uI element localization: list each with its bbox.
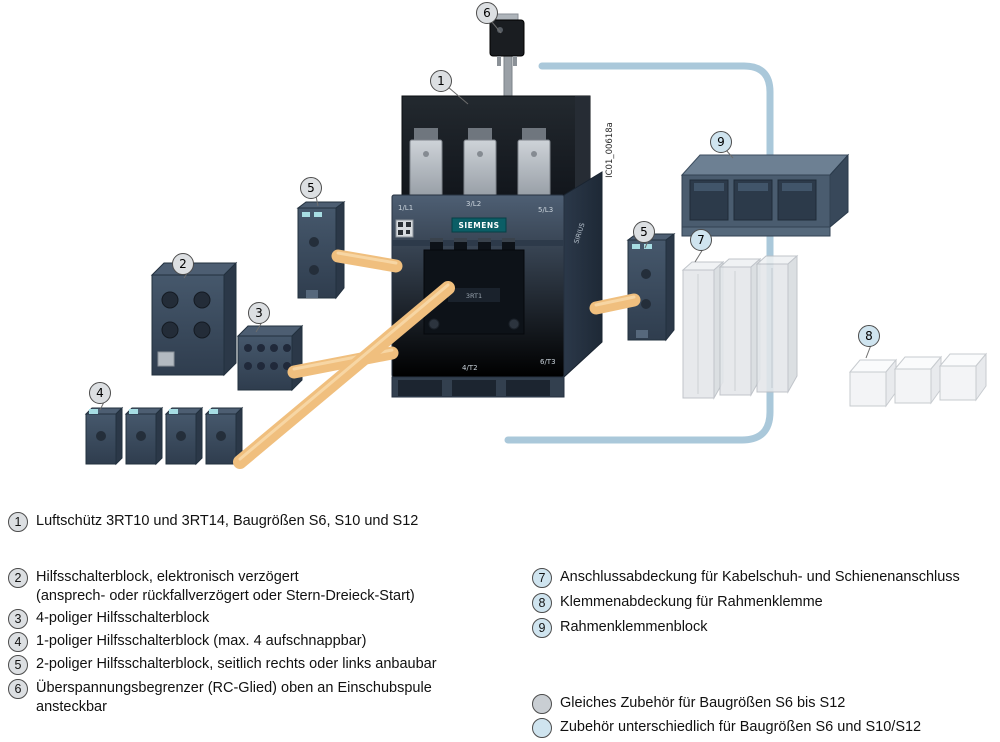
figure-code: IC01_00618a [605, 122, 615, 178]
legend-line: 2-poliger Hilfsschalterblock, seitlich r… [36, 656, 437, 672]
callout-6: 6 [476, 2, 498, 24]
terminal-label-6T3: 6/T3 [540, 358, 556, 366]
legend-badge-3: 3 [8, 609, 28, 629]
callout-2: 2 [172, 253, 194, 275]
frame-terminal-block-item-9 [680, 153, 850, 237]
aux-switch-block-item-5-right [626, 233, 676, 342]
color-key-label: Zubehör unterschiedlich für Baugrößen S6… [560, 719, 922, 735]
legend-line: ansteckbar [36, 699, 107, 715]
svg-text:7: 7 [697, 233, 705, 247]
mounting-ribbons [233, 249, 641, 469]
assembly-guide-curve [504, 62, 774, 444]
blue-circle-key [532, 718, 552, 738]
color-key-blue: Zubehör unterschiedlich für Baugrößen S6… [532, 718, 921, 738]
legend-line: Luftschütz 3RT10 und 3RT14, Baugrößen S6… [36, 513, 419, 529]
legend-badge-5: 5 [8, 655, 28, 675]
legend-item-5: 5 2-poliger Hilfsschalterblock, seitlich… [8, 655, 437, 675]
svg-text:1: 1 [437, 74, 445, 88]
svg-text:9: 9 [717, 135, 725, 149]
gray-circle-key [532, 694, 552, 714]
callout-9: 9 [710, 131, 732, 153]
svg-text:5: 5 [307, 181, 315, 195]
svg-text:4: 4 [96, 386, 104, 400]
aux-switch-blocks-item-4 [84, 406, 244, 466]
svg-text:2: 2 [179, 257, 187, 271]
svg-text:5: 5 [640, 225, 648, 239]
terminal-label-4T2: 4/T2 [462, 364, 478, 372]
legend-badge-6: 6 [8, 679, 28, 699]
legend-badge-7: 7 [532, 568, 552, 588]
svg-text:8: 8 [865, 329, 873, 343]
coil-type-label: 3RT1 [466, 292, 482, 300]
legend-line: Klemmenabdeckung für Rahmenklemme [560, 594, 823, 610]
contactor-item-1: 1/L1 3/L2 5/L3 SIRIUS SIEMENS 3RT1 4/T2 … [391, 95, 615, 398]
callout-5-right: 5 [633, 221, 655, 243]
legend-item-8: 8 Klemmenabdeckung für Rahmenklemme [532, 593, 823, 613]
brand-label: SIEMENS [458, 221, 499, 230]
callout-3: 3 [248, 302, 270, 324]
legend-line: Überspannungsbegrenzer (RC-Glied) oben a… [36, 680, 432, 696]
color-key-gray: Gleiches Zubehör für Baugrößen S6 bis S1… [532, 694, 845, 714]
legend-item-7: 7 Anschlussabdeckung für Kabelschuh- und… [532, 568, 960, 588]
legend-item-6: 6 Überspannungsbegrenzer (RC-Glied) oben… [8, 679, 432, 717]
diagram-canvas: 1/L1 3/L2 5/L3 SIRIUS SIEMENS 3RT1 4/T2 … [84, 2, 988, 469]
terminal-label-3L2: 3/L2 [466, 200, 481, 208]
legend-item-3: 3 4-poliger Hilfsschalterblock [8, 609, 209, 629]
legend-line: (ansprech- oder rückfallverzögert oder S… [36, 588, 415, 604]
callout-5-left: 5 [300, 177, 322, 199]
terminal-covers-item-7 [681, 254, 799, 400]
legend-badge-8: 8 [532, 593, 552, 613]
aux-switch-block-item-3 [236, 324, 304, 392]
callout-1: 1 [430, 70, 452, 92]
legend-item-4: 4 1-poliger Hilfsschalterblock (max. 4 a… [8, 632, 366, 652]
svg-text:3: 3 [255, 306, 263, 320]
legend-line: Hilfsschalterblock, elektronisch verzöge… [36, 569, 299, 585]
legend-line: Rahmenklemmenblock [560, 619, 708, 635]
aux-switch-block-item-2 [150, 261, 238, 377]
legend-badge-2: 2 [8, 568, 28, 588]
legend-line: 4-poliger Hilfsschalterblock [36, 610, 210, 626]
svg-text:6: 6 [483, 6, 491, 20]
terminal-label-1L1: 1/L1 [398, 204, 413, 212]
legend-line: Anschlussabdeckung für Kabelschuh- und S… [560, 569, 960, 585]
callouts: 6 1 5 2 3 4 5 9 [89, 2, 880, 404]
legend-item-1: 1 Luftschütz 3RT10 und 3RT14, Baugrößen … [8, 512, 418, 532]
callout-8: 8 [858, 325, 880, 347]
terminal-label-5L3: 5/L3 [538, 206, 553, 214]
legend-line: 1-poliger Hilfsschalterblock (max. 4 auf… [36, 633, 367, 649]
callout-4: 4 [89, 382, 111, 404]
legend-badge-9: 9 [532, 618, 552, 638]
callout-7: 7 [690, 229, 712, 251]
surge-suppressor-item-6 [489, 13, 525, 111]
brand-plate [451, 217, 507, 233]
legend-item-9: 9 Rahmenklemmenblock [532, 618, 707, 638]
legend-badge-4: 4 [8, 632, 28, 652]
legend-badge-1: 1 [8, 512, 28, 532]
frame-clamp-covers-item-8 [848, 352, 988, 408]
color-key-label: Gleiches Zubehör für Baugrößen S6 bis S1… [560, 695, 846, 711]
legend-item-2: 2 Hilfsschalterblock, elektronisch verzö… [8, 568, 415, 606]
